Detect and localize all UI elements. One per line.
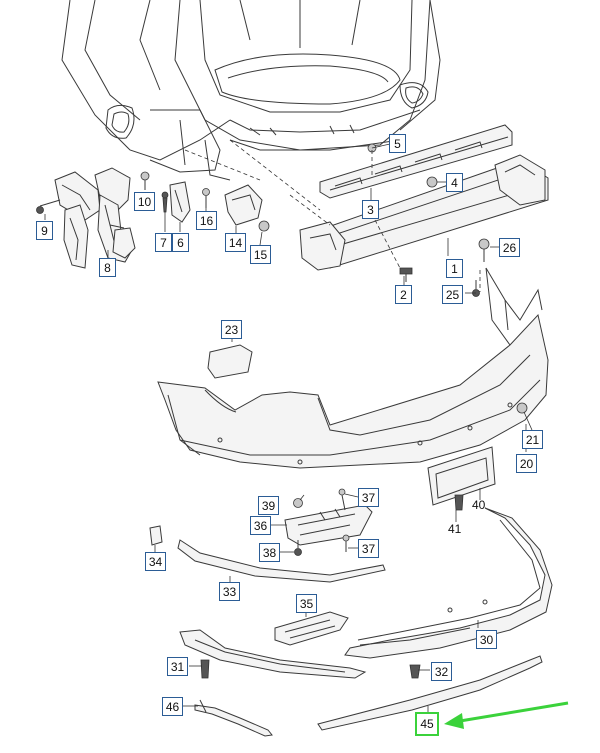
bumper-reinforcement	[299, 154, 549, 271]
upper-guide-bar	[319, 124, 513, 199]
center-bracket	[284, 488, 373, 556]
callout-10: 10	[134, 192, 155, 211]
callout-6: 6	[172, 233, 189, 252]
callout-33: 33	[219, 582, 240, 601]
callout-15: 15	[250, 245, 271, 264]
impact-pad	[207, 336, 253, 379]
callout-46: 46	[162, 697, 183, 716]
reflector-insert	[274, 611, 349, 646]
highlight-arrow	[444, 701, 569, 729]
trim-strip-45	[317, 655, 543, 731]
callout-32: 32	[431, 662, 452, 681]
callout-20: 20	[516, 454, 537, 473]
callout-23: 23	[221, 320, 242, 339]
callout-30: 30	[476, 630, 497, 649]
lower-trim-left	[179, 629, 421, 679]
callout-14: 14	[225, 233, 246, 252]
clip	[149, 525, 163, 546]
callout-40: 40	[472, 498, 486, 512]
callout-31: 31	[167, 657, 188, 676]
trim-strip-46	[194, 699, 273, 737]
bar-fasteners	[367, 143, 490, 297]
license-plate-holder	[427, 446, 496, 511]
callout-38: 38	[259, 543, 280, 562]
callout-9: 9	[36, 221, 53, 240]
callout-2: 2	[395, 285, 412, 304]
callout-16: 16	[196, 211, 217, 230]
callout-37-upper: 37	[358, 488, 379, 507]
callout-5: 5	[389, 134, 406, 153]
callout-41: 41	[448, 522, 462, 536]
trim-strip-upper	[177, 539, 386, 583]
callout-4: 4	[446, 173, 463, 192]
callout-26: 26	[499, 238, 520, 257]
callout-45-highlighted: 45	[415, 712, 439, 736]
callout-8: 8	[99, 258, 116, 277]
callout-34: 34	[145, 552, 166, 571]
callout-39: 39	[258, 496, 279, 515]
callout-35: 35	[296, 594, 317, 613]
callout-37-lower: 37	[358, 539, 379, 558]
assembly-lines-upper	[184, 139, 481, 292]
callout-36: 36	[250, 516, 271, 535]
callout-21: 21	[522, 430, 543, 449]
rear-panel-brackets	[36, 171, 270, 232]
callout-25: 25	[442, 285, 463, 304]
callout-3: 3	[362, 200, 379, 219]
left-side-bracket	[54, 167, 136, 269]
leader-lines	[44, 143, 533, 712]
vehicle-body-shell	[61, 0, 441, 181]
lower-diffuser	[344, 507, 553, 659]
callout-1: 1	[446, 259, 463, 278]
bumper-cover	[157, 267, 549, 469]
callout-7: 7	[155, 233, 172, 252]
